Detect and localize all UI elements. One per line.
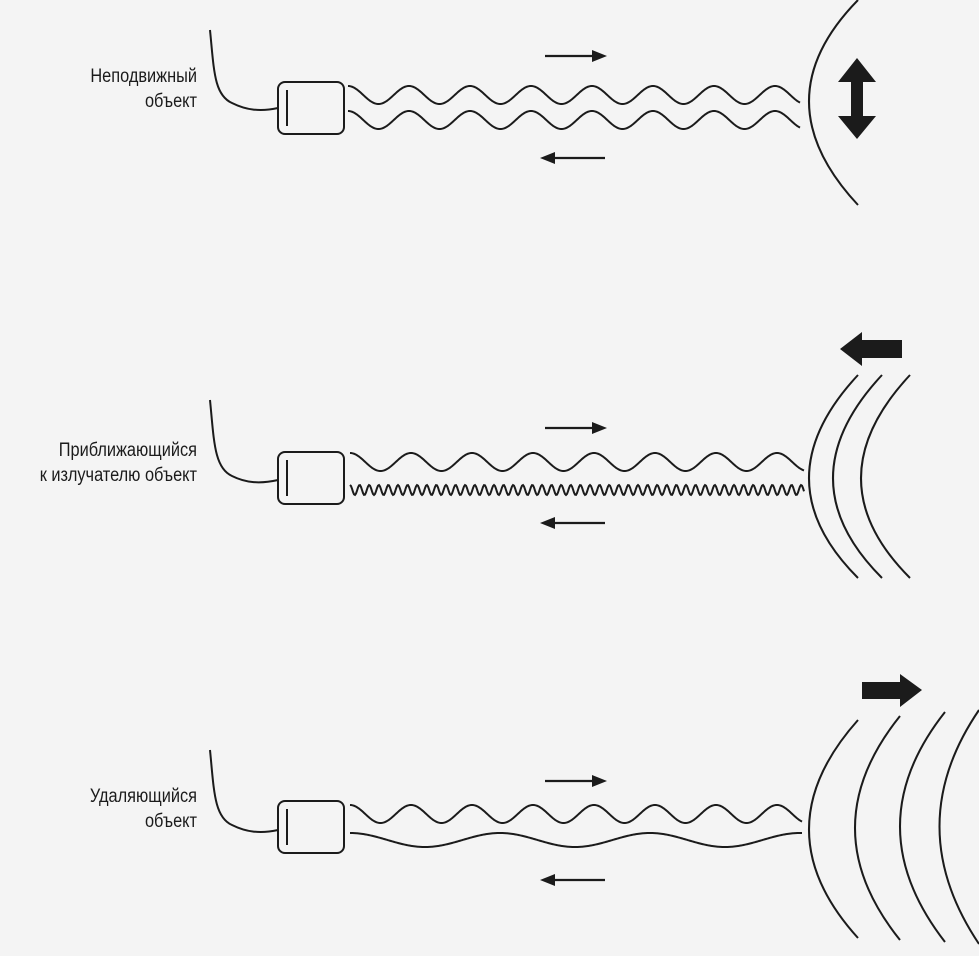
reflected-direction-arrow: [540, 152, 605, 164]
vertical-motion-arrow: [838, 58, 876, 139]
label-stationary-line-2: объект: [144, 91, 197, 112]
approach-direction-arrow: [840, 332, 902, 366]
label-approaching-line-1: Приближающийся: [58, 440, 197, 461]
wavefront-arc-1: [808, 374, 859, 579]
wavefront-arc-4: [938, 709, 979, 945]
sensor-cable: [209, 399, 279, 484]
reflected-wave: [347, 109, 801, 130]
sensor-cable: [209, 29, 279, 112]
reflected-wave-compressed: [349, 483, 805, 497]
panel-receding-graphic: [209, 674, 979, 945]
emitted-direction-arrow: [545, 775, 607, 787]
emitted-wave: [347, 84, 801, 105]
label-stationary: Неподвижный объект: [25, 64, 197, 114]
emitted-wave: [349, 451, 805, 472]
panel-approaching: Приближающийся к излучателю объект: [0, 300, 979, 600]
sensor-cable: [209, 749, 279, 834]
emitted-direction-arrow: [545, 50, 607, 62]
sensor-body: [277, 800, 345, 854]
wavefront-arc-2: [832, 374, 883, 579]
panel-approaching-graphic: [209, 332, 911, 579]
wavefront-arc-3: [899, 711, 946, 943]
label-receding-line-2: объект: [144, 811, 197, 832]
reflected-direction-arrow: [540, 517, 605, 529]
panel-receding: Удаляющийся объект: [0, 660, 979, 956]
reflected-wave-stretched: [349, 831, 803, 849]
label-stationary-line-1: Неподвижный: [90, 66, 197, 87]
emitted-wave: [349, 803, 803, 824]
wavefront-arc-1: [808, 719, 859, 939]
wavefront-arc-3: [860, 374, 911, 579]
emitted-direction-arrow: [545, 422, 607, 434]
wavefront-arc-2: [854, 715, 901, 941]
panel-stationary-graphic: [209, 0, 876, 206]
sensor-body: [277, 451, 345, 505]
label-receding: Удаляющийся объект: [25, 784, 197, 834]
panel-stationary: Неподвижный объект: [0, 0, 979, 260]
label-receding-line-1: Удаляющийся: [89, 786, 197, 807]
recede-direction-arrow: [862, 674, 922, 707]
label-approaching-line-2: к излучателю объект: [39, 465, 197, 486]
label-approaching: Приближающийся к излучателю объект: [25, 438, 197, 488]
reflected-direction-arrow: [540, 874, 605, 886]
sensor-body: [277, 81, 345, 135]
wavefront-arc: [808, 0, 859, 206]
